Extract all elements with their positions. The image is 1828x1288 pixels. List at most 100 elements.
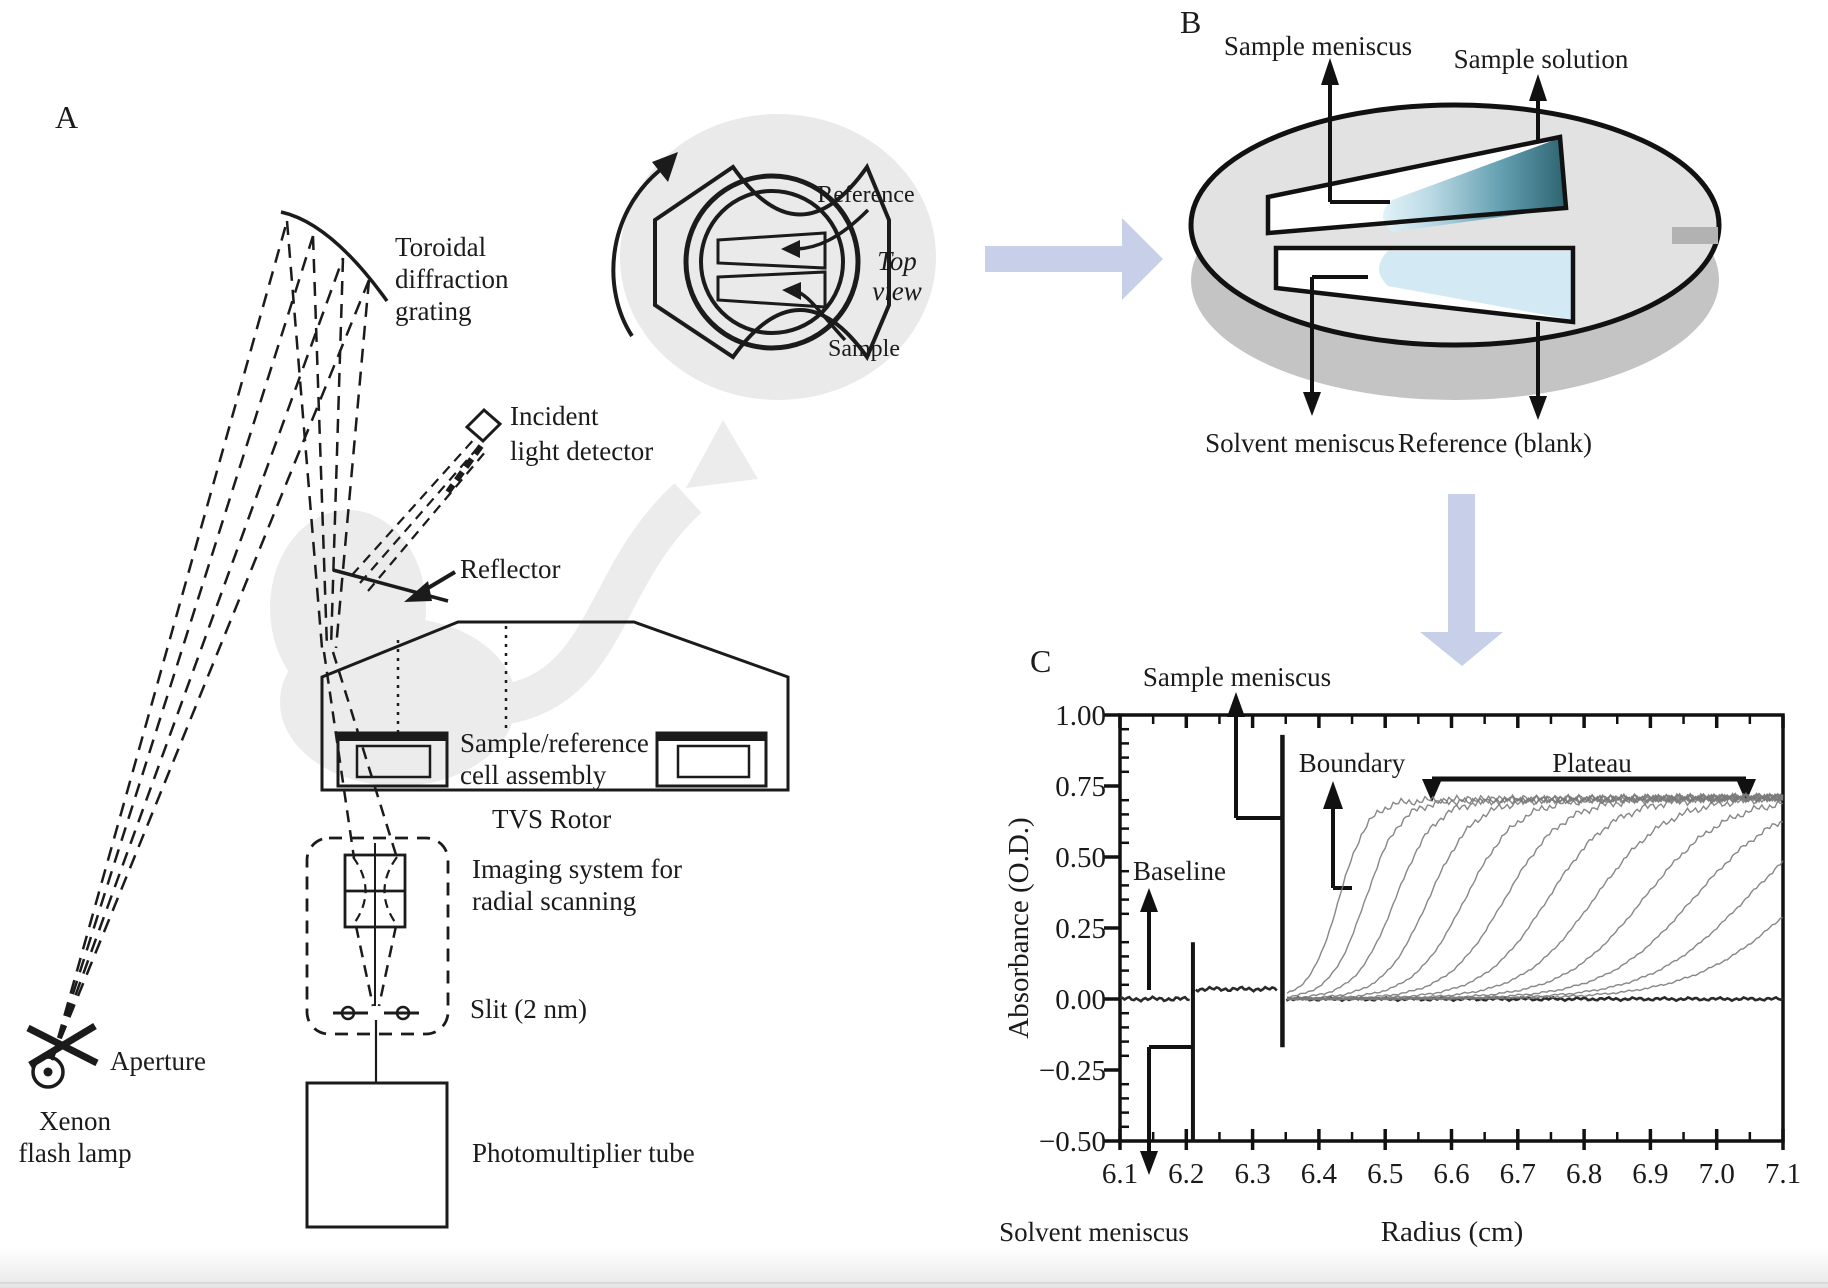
- x-axis-title: Radius (cm): [1381, 1216, 1524, 1248]
- c-solvent-meniscus-label: Solvent meniscus: [999, 1217, 1189, 1247]
- imaging-system-label-2: radial scanning: [472, 886, 636, 916]
- c-plateau-label: Plateau: [1552, 748, 1632, 778]
- y-axis-title: Absorbance (O.D.): [1003, 817, 1035, 1038]
- tvs-rotor-outline: [320, 620, 790, 792]
- beam-grating-to-cell: [285, 220, 371, 649]
- cell-assembly-label-2: cell assembly: [460, 760, 607, 790]
- b-sample-solution-label: Sample solution: [1454, 44, 1629, 74]
- detector-stem: [445, 444, 484, 494]
- slit-icon: [333, 1005, 419, 1021]
- c-boundary-label: Boundary: [1299, 748, 1406, 778]
- aperture-label: Aperture: [110, 1046, 206, 1076]
- scan-curve: [1286, 860, 1784, 1001]
- y-tick-label: −0.25: [1039, 1055, 1106, 1087]
- sample-meniscus-arrowhead: [1227, 692, 1245, 717]
- panel-b-label: B: [1180, 4, 1201, 40]
- y-tick-label: 0.50: [1055, 842, 1106, 874]
- beam-lamp-to-grating: [50, 220, 371, 1061]
- top-view-inset: [611, 152, 891, 362]
- swoosh-arrow-body: [491, 483, 702, 726]
- reference-sector-outline: [1273, 245, 1576, 325]
- photomultiplier-tube-icon: [305, 1081, 449, 1229]
- toroidal-grating-label-3: grating: [395, 296, 471, 326]
- inset-caption-2: view: [872, 276, 921, 306]
- disc-tab: [1672, 227, 1718, 244]
- sample-pointer: [797, 290, 847, 342]
- incident-light-detector-icon: [464, 407, 503, 444]
- rotor-top-view-outline: [653, 162, 891, 362]
- imaging-system-box: [305, 836, 450, 1036]
- panel-b-cell: [1188, 58, 1722, 420]
- y-tick-label: −0.50: [1039, 1126, 1106, 1158]
- b-solvent-meniscus-label: Solvent meniscus: [1205, 428, 1395, 458]
- x-tick-label: 6.5: [1367, 1158, 1403, 1190]
- tvs-rotor-label: TVS Rotor: [492, 804, 611, 834]
- scan-curve: [1286, 792, 1784, 1001]
- x-tick-label: 7.0: [1699, 1158, 1735, 1190]
- panel-a-optics: [26, 210, 790, 1229]
- c-baseline-label: Baseline: [1133, 856, 1226, 886]
- panel-a-label: A: [55, 99, 78, 135]
- swoosh-arrowhead: [686, 420, 758, 488]
- inset-sample-label: Sample: [828, 336, 900, 362]
- x-tick-label: 6.2: [1168, 1158, 1204, 1190]
- counterbalance-cell: [655, 731, 768, 788]
- reference-pointer: [796, 208, 870, 251]
- toroidal-grating-arc: [280, 210, 389, 303]
- incident-detector-label-1: Incident: [510, 401, 599, 431]
- top-view-inset-circle: [620, 114, 936, 400]
- background-glow: [270, 420, 758, 786]
- inset-caption-1: Top: [877, 246, 917, 276]
- toroidal-grating-label-2: diffraction: [395, 264, 509, 294]
- solvent-meniscus-arrowhead: [1140, 1151, 1158, 1175]
- reflector-label: Reflector: [460, 554, 560, 584]
- y-tick-label: 0.00: [1055, 984, 1106, 1016]
- y-tick-label: 0.25: [1055, 913, 1106, 945]
- sample-solution-fluid: [1383, 138, 1566, 232]
- cell-assembly-label-1: Sample/reference: [460, 728, 649, 758]
- flow-arrow-down: [1420, 494, 1503, 666]
- scan-curve: [1287, 799, 1784, 1001]
- b-sample-meniscus-label: Sample meniscus: [1224, 31, 1412, 61]
- x-tick-label: 6.9: [1632, 1158, 1668, 1190]
- x-tick-label: 6.4: [1301, 1158, 1338, 1190]
- incident-detector-label-2: light detector: [510, 436, 653, 466]
- x-tick-label: 6.3: [1234, 1158, 1270, 1190]
- reference-fluid: [1379, 251, 1573, 320]
- cell-housing-inner: [699, 189, 845, 335]
- flow-arrows: [985, 218, 1503, 666]
- bottom-strip: [0, 1248, 1828, 1288]
- x-tick-label: 6.8: [1566, 1158, 1602, 1190]
- photomultiplier-label: Photomultiplier tube: [472, 1138, 695, 1168]
- baseline-arrowhead: [1140, 888, 1158, 912]
- slit-label: Slit (2 nm): [470, 994, 587, 1024]
- boundary-arrowhead: [1323, 781, 1343, 809]
- b-reference-blank-label: Reference (blank): [1398, 428, 1592, 458]
- x-tick-label: 6.7: [1500, 1158, 1536, 1190]
- xenon-label-2: flash lamp: [18, 1138, 131, 1168]
- y-tick-label: 0.75: [1055, 771, 1106, 803]
- aperture-icon: [26, 1022, 99, 1069]
- beam-reflector-to-detector: [351, 436, 487, 592]
- scan-curve: [1286, 791, 1784, 1001]
- panel-c-annotations: [1140, 692, 1756, 1175]
- x-tick-label: 6.6: [1433, 1158, 1469, 1190]
- labels: A B C Toroidal diffraction grating Incid…: [18, 4, 1632, 1248]
- scan-curve: [1286, 793, 1784, 1001]
- sample-sector-outline: [1265, 134, 1569, 236]
- c-sample-meniscus-label: Sample meniscus: [1143, 662, 1331, 692]
- scan-curve: [1286, 792, 1784, 994]
- flow-arrow-right: [985, 218, 1163, 300]
- sample-sector: [716, 270, 827, 309]
- scan-curve: [1286, 793, 1784, 1001]
- scan-curve: [1286, 793, 1784, 1001]
- x-tick-label: 7.1: [1765, 1158, 1801, 1190]
- toroidal-grating-label-1: Toroidal: [395, 232, 486, 262]
- panel-b-callouts: [1310, 80, 1540, 398]
- x-tick-label: 6.1: [1102, 1158, 1138, 1190]
- rotation-arrow: [611, 168, 662, 338]
- panel-c-label: C: [1030, 643, 1051, 679]
- cell-housing-outer: [683, 173, 861, 351]
